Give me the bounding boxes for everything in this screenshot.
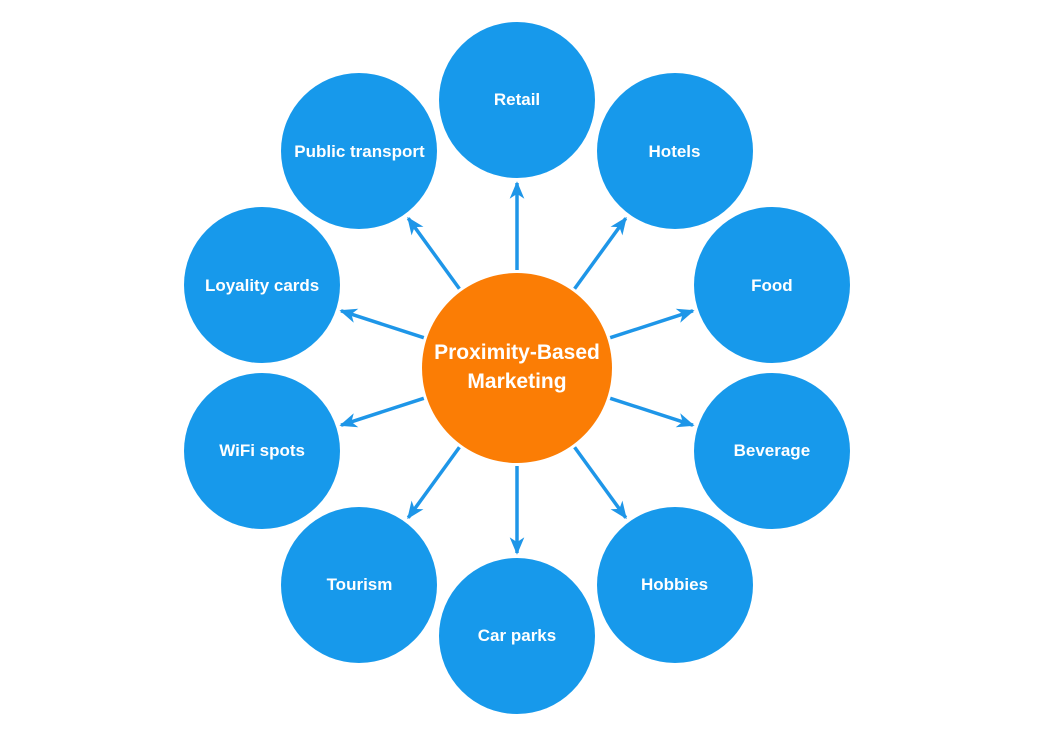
node-label: WiFi spots [219, 441, 305, 461]
node-wifi-spots: WiFi spots [184, 372, 341, 529]
node-label: Retail [493, 90, 541, 110]
node-label: Hotels [648, 141, 701, 161]
node-label: Tourism [326, 575, 393, 595]
connector-arrow-hobbies [573, 446, 628, 520]
connector-arrow-loyality-cards [339, 308, 425, 340]
node-retail: Retail [439, 22, 595, 178]
node-car-parks: Car parks [439, 558, 595, 714]
node-label: Car parks [477, 626, 557, 646]
node-beverage: Beverage [693, 372, 850, 529]
connector-arrow-wifi-spots [339, 396, 425, 428]
node-hobbies: Hobbies [596, 506, 753, 663]
node-hotels: Hotels [596, 73, 753, 230]
center-node-label: Proximity-Based Marketing [434, 341, 600, 393]
node-tourism: Tourism [281, 506, 438, 663]
node-public-transport: Public transport [281, 73, 438, 230]
node-label: Loyality cards [204, 275, 320, 295]
node-label: Beverage [733, 441, 811, 461]
node-loyality-cards: Loyality cards [184, 207, 341, 364]
node-label: Public transport [294, 141, 425, 161]
connector-arrow-tourism [406, 446, 461, 520]
center-node: Proximity-Based Marketing [422, 273, 612, 463]
node-label: Hobbies [640, 575, 709, 595]
connector-arrow-public-transport [406, 216, 461, 290]
connector-arrow-hotels [573, 216, 628, 290]
connector-arrow-beverage [609, 396, 695, 428]
connector-arrow-food [609, 308, 695, 340]
node-label: Food [751, 275, 793, 295]
node-food: Food [693, 207, 850, 364]
